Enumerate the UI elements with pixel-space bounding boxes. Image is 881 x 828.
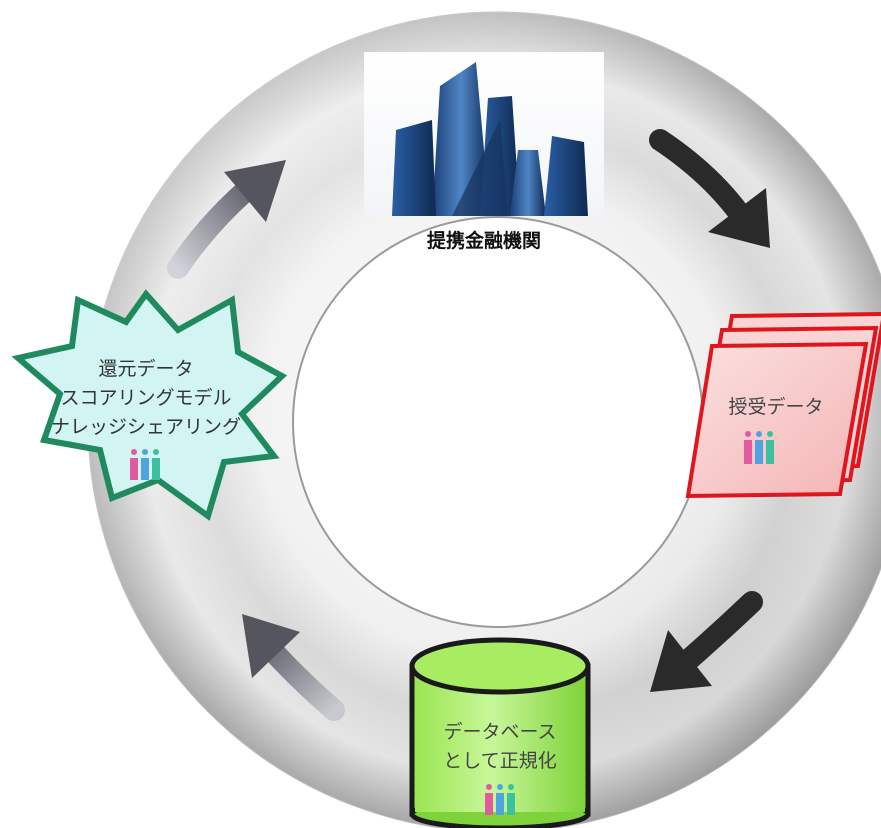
database-label-line1: データベース [443,721,556,743]
rdb-logo [130,449,160,480]
returned-data-node: 還元データ スコアリングモデル ナレッジシェアリング [11,289,288,521]
rdb-logo [744,431,774,464]
returned-label-line2: スコアリングモデル [60,387,231,409]
arrow-to-received [649,129,770,248]
database-node: データベース として正規化 [409,637,591,828]
database-label-line2: として正規化 [443,750,556,772]
document-stack-icon [685,312,881,499]
arrow-to-institution [167,160,286,279]
cycle-ring [87,11,881,828]
institution-label: 提携金融機関 [427,229,541,252]
returned-label-line3: ナレッジシェアリング [51,416,241,438]
received-data-label: 授受データ [728,396,823,418]
arrow-to-returned [242,614,345,721]
returned-label-line1: 還元データ [98,358,193,380]
received-data-node: 授受データ [685,312,881,499]
institution-node: 提携金融機関 [364,52,604,252]
rdb-logo [485,784,515,815]
arrow-to-database [650,591,763,692]
